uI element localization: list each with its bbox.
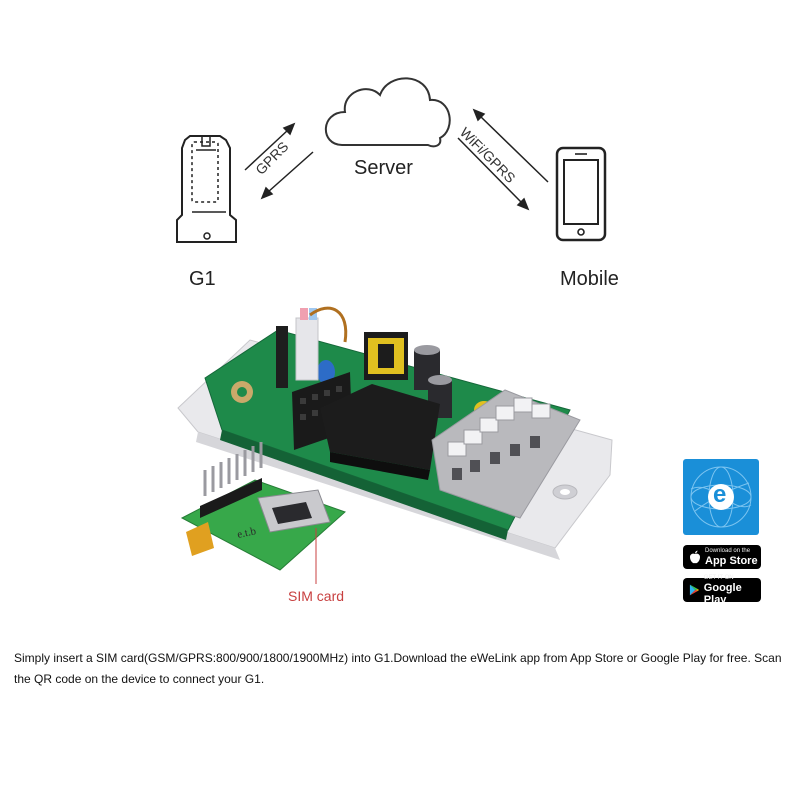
server-label: Server xyxy=(354,157,413,179)
google-play-icon xyxy=(689,584,699,596)
google-play-small-text: GET IT ON xyxy=(703,574,734,581)
description-caption: Simply insert a SIM card(GSM/GPRS:800/90… xyxy=(14,651,782,686)
app-store-small-text: Download on the xyxy=(705,547,751,554)
ewelink-globe-icon xyxy=(690,466,752,528)
terminal-block xyxy=(431,389,581,519)
transformer xyxy=(364,332,408,380)
ewelink-app-icon: e xyxy=(683,459,759,535)
led-pillar xyxy=(276,306,348,388)
gprs-arrows xyxy=(244,122,314,200)
mobile-label: Mobile xyxy=(560,268,619,290)
relay xyxy=(320,384,440,480)
sim-card-label: SIM card xyxy=(288,588,345,604)
mobile-phone-icon xyxy=(555,146,607,242)
google-play-big-text: Google Play xyxy=(703,581,742,606)
wifi-gprs-arrows xyxy=(457,108,549,211)
cloud-icon xyxy=(324,77,451,148)
app-store-big-text: App Store xyxy=(705,554,758,567)
apple-icon xyxy=(690,550,700,564)
g1-label: G1 xyxy=(189,268,216,290)
product-photo: e.t.b xyxy=(177,306,613,584)
sim-module: e.t.b xyxy=(180,442,346,571)
ewelink-letter: e xyxy=(713,481,727,508)
google-play-badge[interactable]: GET IT ON Google Play xyxy=(683,574,761,606)
g1-device-icon xyxy=(176,135,237,243)
app-store-badge[interactable]: Download on the App Store xyxy=(683,545,761,569)
sim-module-text: e.t.b xyxy=(236,525,258,541)
connection-diagram xyxy=(176,77,607,243)
